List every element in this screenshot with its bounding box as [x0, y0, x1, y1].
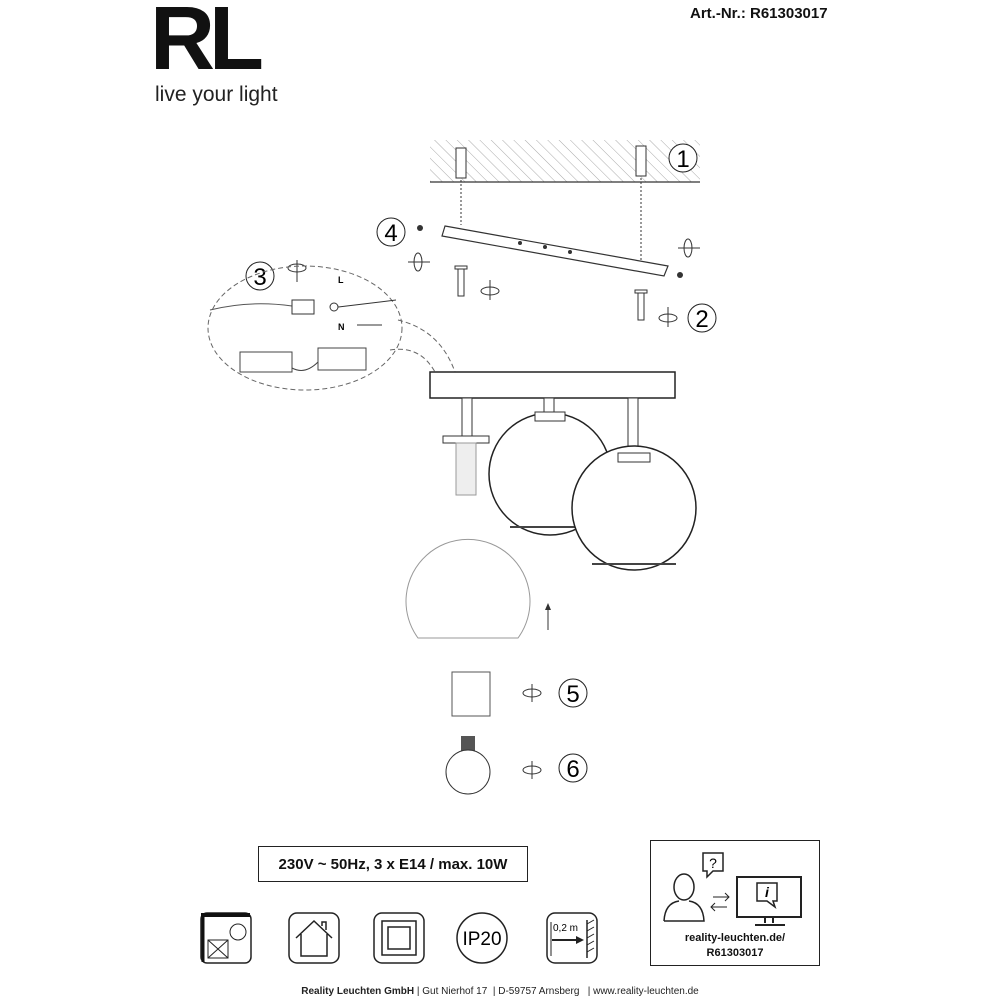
not-for-insulation-icon: [200, 912, 252, 964]
step-2-label: 2: [695, 306, 708, 333]
wiring-detail: L N: [207, 265, 456, 391]
indoor-use-icon: [288, 912, 340, 964]
socket-ring: [451, 671, 491, 717]
footer-website[interactable]: www.reality-leuchten.de: [593, 986, 699, 997]
step-1-label: 1: [676, 146, 689, 173]
lamp-socket: [442, 435, 490, 496]
rotate-arrow-icons: [287, 238, 700, 779]
ip-rating-icon: IP20: [456, 912, 508, 964]
live-wire-label: L: [338, 275, 344, 285]
glass-globes: [405, 411, 697, 639]
lamp-canopy: [429, 371, 676, 455]
bracket-screw-icon: [417, 225, 423, 231]
article-number: Art.-Nr.: R61303017: [690, 5, 828, 22]
logo-tagline: live your light: [155, 83, 278, 106]
logo: RL: [150, 0, 264, 89]
svg-text:i: i: [765, 884, 770, 900]
mounting-bracket: [417, 225, 683, 278]
user-icon: [663, 873, 705, 922]
electrical-spec: 230V ~ 50Hz, 3 x E14 / max. 10W: [258, 846, 528, 882]
svg-text:0,2 m: 0,2 m: [553, 923, 578, 934]
step-labels: 1 2 3 4 5 6: [245, 143, 717, 783]
footer-street: Gut Nierhof 17: [422, 986, 488, 997]
svg-text:?: ?: [709, 855, 717, 871]
wall-plugs: [455, 145, 647, 260]
svg-text:IP20: IP20: [462, 929, 501, 950]
min-distance-icon: 0,2 m: [546, 912, 598, 964]
step-3-label: 3: [253, 264, 266, 291]
ceiling: [430, 140, 700, 183]
terminal-block: [291, 299, 315, 315]
neutral-wire-label: N: [338, 322, 345, 332]
screws: [454, 265, 648, 321]
assembly-diagram: 1 2 3 4 5 6 L N: [207, 140, 717, 795]
light-bulb: [445, 736, 491, 795]
exchange-arrows-icon: [710, 892, 730, 912]
info-url-line2[interactable]: R61303017: [706, 947, 764, 959]
footer-company: Reality Leuchten GmbH: [301, 986, 415, 997]
footer-city: D-59757 Arnsberg: [498, 986, 580, 997]
step-5-label: 5: [566, 681, 579, 708]
info-box: ? i reality-leuchten.de/ R61303017: [650, 840, 820, 966]
step-6-label: 6: [566, 756, 579, 783]
step-4-label: 4: [384, 220, 397, 247]
bracket-screw-icon: [677, 272, 683, 278]
question-bubble-icon: ?: [702, 852, 724, 879]
footer: Reality Leuchten GmbH | Gut Nierhof 17 |…: [301, 986, 699, 997]
protection-class-2-icon: [373, 912, 425, 964]
monitor-info-icon: i: [736, 876, 802, 926]
info-url-line1[interactable]: reality-leuchten.de/: [684, 932, 786, 944]
